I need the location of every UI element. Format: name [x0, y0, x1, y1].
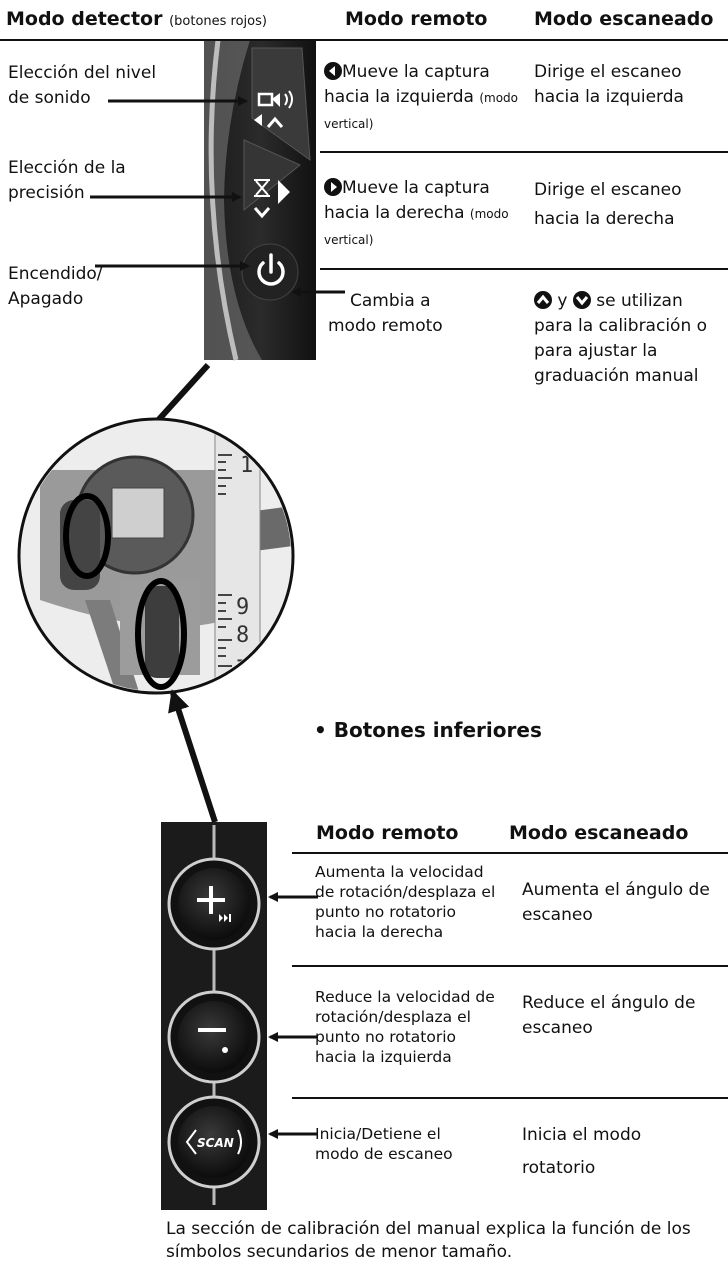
- row3-scan-cell: y se utilizan para la calibración o para…: [534, 289, 726, 389]
- scale-label-8: 8: [236, 623, 249, 648]
- row1-remote-text: Mueve la captura hacia la izquierda: [324, 62, 490, 107]
- label-power: Encendido/ Apagado: [8, 264, 103, 309]
- scan-button-label: SCAN: [197, 1136, 234, 1150]
- row3-remote-cell: Cambia a modo remoto: [328, 291, 443, 336]
- sound-button-icon: [254, 90, 293, 128]
- bottom-row2-scan: Reduce el ángulo de escaneo: [522, 993, 696, 1038]
- row2-remote-text: Mueve la captura hacia la derecha: [324, 178, 490, 223]
- row1-remote-cell: Mueve la captura hacia la izquierda (mod…: [324, 60, 529, 137]
- row1-scan-cell: Dirige el escaneo hacia la izquierda: [534, 62, 684, 107]
- bottom-header-scan: Modo escaneado: [509, 822, 689, 844]
- row3-scan-and: y: [557, 291, 568, 311]
- label-sound-level: Elección del nivel de sonido: [8, 63, 157, 108]
- bottom-row2-remote: Reduce la velocidad de rotación/desplaza…: [315, 988, 495, 1066]
- bottom-row1-scan: Aumenta el ángulo de escaneo: [522, 880, 710, 925]
- scan-button-icon: SCAN: [185, 1129, 242, 1155]
- row1-rule: [320, 151, 728, 153]
- header-detector-mode: Modo detector (botones rojos): [6, 8, 267, 30]
- bottom-row3-scan: Inicia el modo rotatorio: [522, 1125, 642, 1178]
- row2-rule: [320, 268, 728, 270]
- row1-remote-note: (modo vertical): [324, 91, 518, 131]
- magnified-device-photo: 1 9 8 7: [17, 417, 295, 695]
- row3-scan-text: se utilizan para la calibración o para a…: [534, 291, 708, 386]
- right-arrow-circle-icon: [324, 178, 342, 196]
- bottom-row2-rule: [292, 1097, 728, 1099]
- plus-button-icon: [197, 886, 231, 922]
- section-title-bottom-buttons: • Botones inferiores: [314, 718, 542, 742]
- header-scan-mode: Modo escaneado: [534, 8, 714, 30]
- up-arrow-circle-icon: [534, 291, 552, 309]
- down-arrow-circle-icon: [572, 291, 591, 309]
- precision-button-icon: [253, 179, 290, 219]
- scale-label-9: 9: [236, 595, 249, 620]
- scale-label-1: 1: [240, 453, 253, 478]
- header-detector-note: (botones rojos): [169, 14, 267, 29]
- detector-panel-photo: [204, 39, 316, 361]
- header-detector-title: Modo detector: [6, 8, 163, 30]
- left-arrow-circle-icon: [324, 62, 342, 80]
- header-remote-mode: Modo remoto: [345, 8, 488, 30]
- row2-remote-cell: Mueve la captura hacia la derecha (modo …: [324, 176, 529, 253]
- zoom-arrow-bottom: [168, 689, 218, 823]
- bottom-row1-remote: Aumenta la velocidad de rotación/desplaz…: [315, 863, 496, 941]
- footer-note: La sección de calibración del manual exp…: [166, 1219, 691, 1262]
- row2-remote-note: (modo vertical): [324, 207, 509, 247]
- label-precision: Elección de la precisión: [8, 158, 126, 203]
- bottom-header-remote: Modo remoto: [316, 822, 459, 844]
- minus-button-icon: [198, 1028, 228, 1053]
- power-icon: [257, 253, 285, 286]
- bottom-buttons-photo: [161, 822, 267, 1210]
- bottom-row1-rule: [292, 965, 728, 967]
- row2-scan-cell: Dirige el escaneo hacia la derecha: [534, 180, 682, 229]
- bottom-row3-remote: Inicia/Detiene el modo de escaneo: [315, 1125, 453, 1163]
- bottom-header-rule: [292, 852, 728, 854]
- header-rule: [0, 39, 728, 41]
